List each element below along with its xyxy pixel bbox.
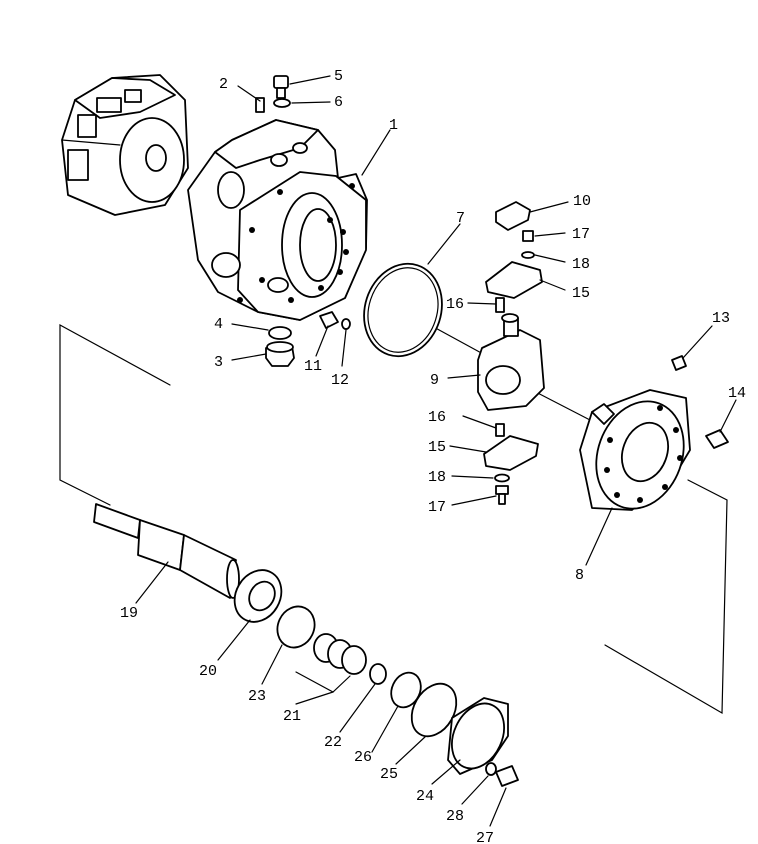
callout-19: 19 — [120, 605, 138, 622]
callout-18-upper: 18 — [572, 256, 590, 273]
callout-16-upper: 16 — [446, 296, 464, 313]
callout-26: 26 — [354, 749, 372, 766]
o-ring-large — [363, 262, 443, 358]
leader-lines — [135, 75, 737, 827]
callout-2: 2 — [219, 76, 228, 93]
callout-7: 7 — [456, 210, 465, 227]
callout-14: 14 — [728, 385, 746, 402]
washer-cover — [485, 762, 497, 776]
callout-20: 20 — [199, 663, 217, 680]
callout-6: 6 — [334, 94, 343, 111]
bearing — [233, 569, 283, 623]
end-cover — [579, 389, 691, 511]
auxiliary-pump — [61, 74, 189, 216]
callout-28: 28 — [446, 808, 464, 825]
assembly-lines — [59, 323, 728, 715]
callout-16-lower: 16 — [428, 409, 446, 426]
callout-15-upper: 15 — [572, 285, 590, 302]
callout-21: 21 — [283, 708, 301, 725]
bolt-side — [705, 429, 729, 449]
callout-10: 10 — [573, 193, 591, 210]
callout-18-lower: 18 — [428, 469, 446, 486]
bolt-cover — [495, 765, 519, 787]
case-small-parts — [255, 75, 351, 367]
callout-9: 9 — [430, 372, 439, 389]
callout-1: 1 — [389, 117, 398, 134]
callout-25: 25 — [380, 766, 398, 783]
snap-ring-large — [276, 605, 316, 649]
callout-3: 3 — [214, 354, 223, 371]
snap-ring — [369, 663, 387, 685]
callout-5: 5 — [334, 68, 343, 85]
pump-case — [187, 119, 368, 321]
callout-27: 27 — [476, 830, 494, 844]
callout-labels: 1 2 3 4 5 6 7 8 9 10 11 12 13 14 15 16 1… — [120, 68, 746, 844]
callout-24: 24 — [416, 788, 434, 805]
plug-screw-short — [671, 355, 687, 371]
callout-4: 4 — [214, 316, 223, 333]
callout-17-lower: 17 — [428, 499, 446, 516]
callout-23: 23 — [248, 688, 266, 705]
callout-12: 12 — [331, 372, 349, 389]
cover — [447, 697, 509, 775]
callout-15-lower: 15 — [428, 439, 446, 456]
callout-22: 22 — [324, 734, 342, 751]
servo-piston-block — [477, 201, 545, 505]
shaft — [93, 503, 240, 599]
spacer-rings — [313, 633, 367, 675]
callout-17-upper: 17 — [572, 226, 590, 243]
callout-8: 8 — [575, 567, 584, 584]
callout-11: 11 — [304, 358, 322, 375]
callout-13: 13 — [712, 310, 730, 327]
